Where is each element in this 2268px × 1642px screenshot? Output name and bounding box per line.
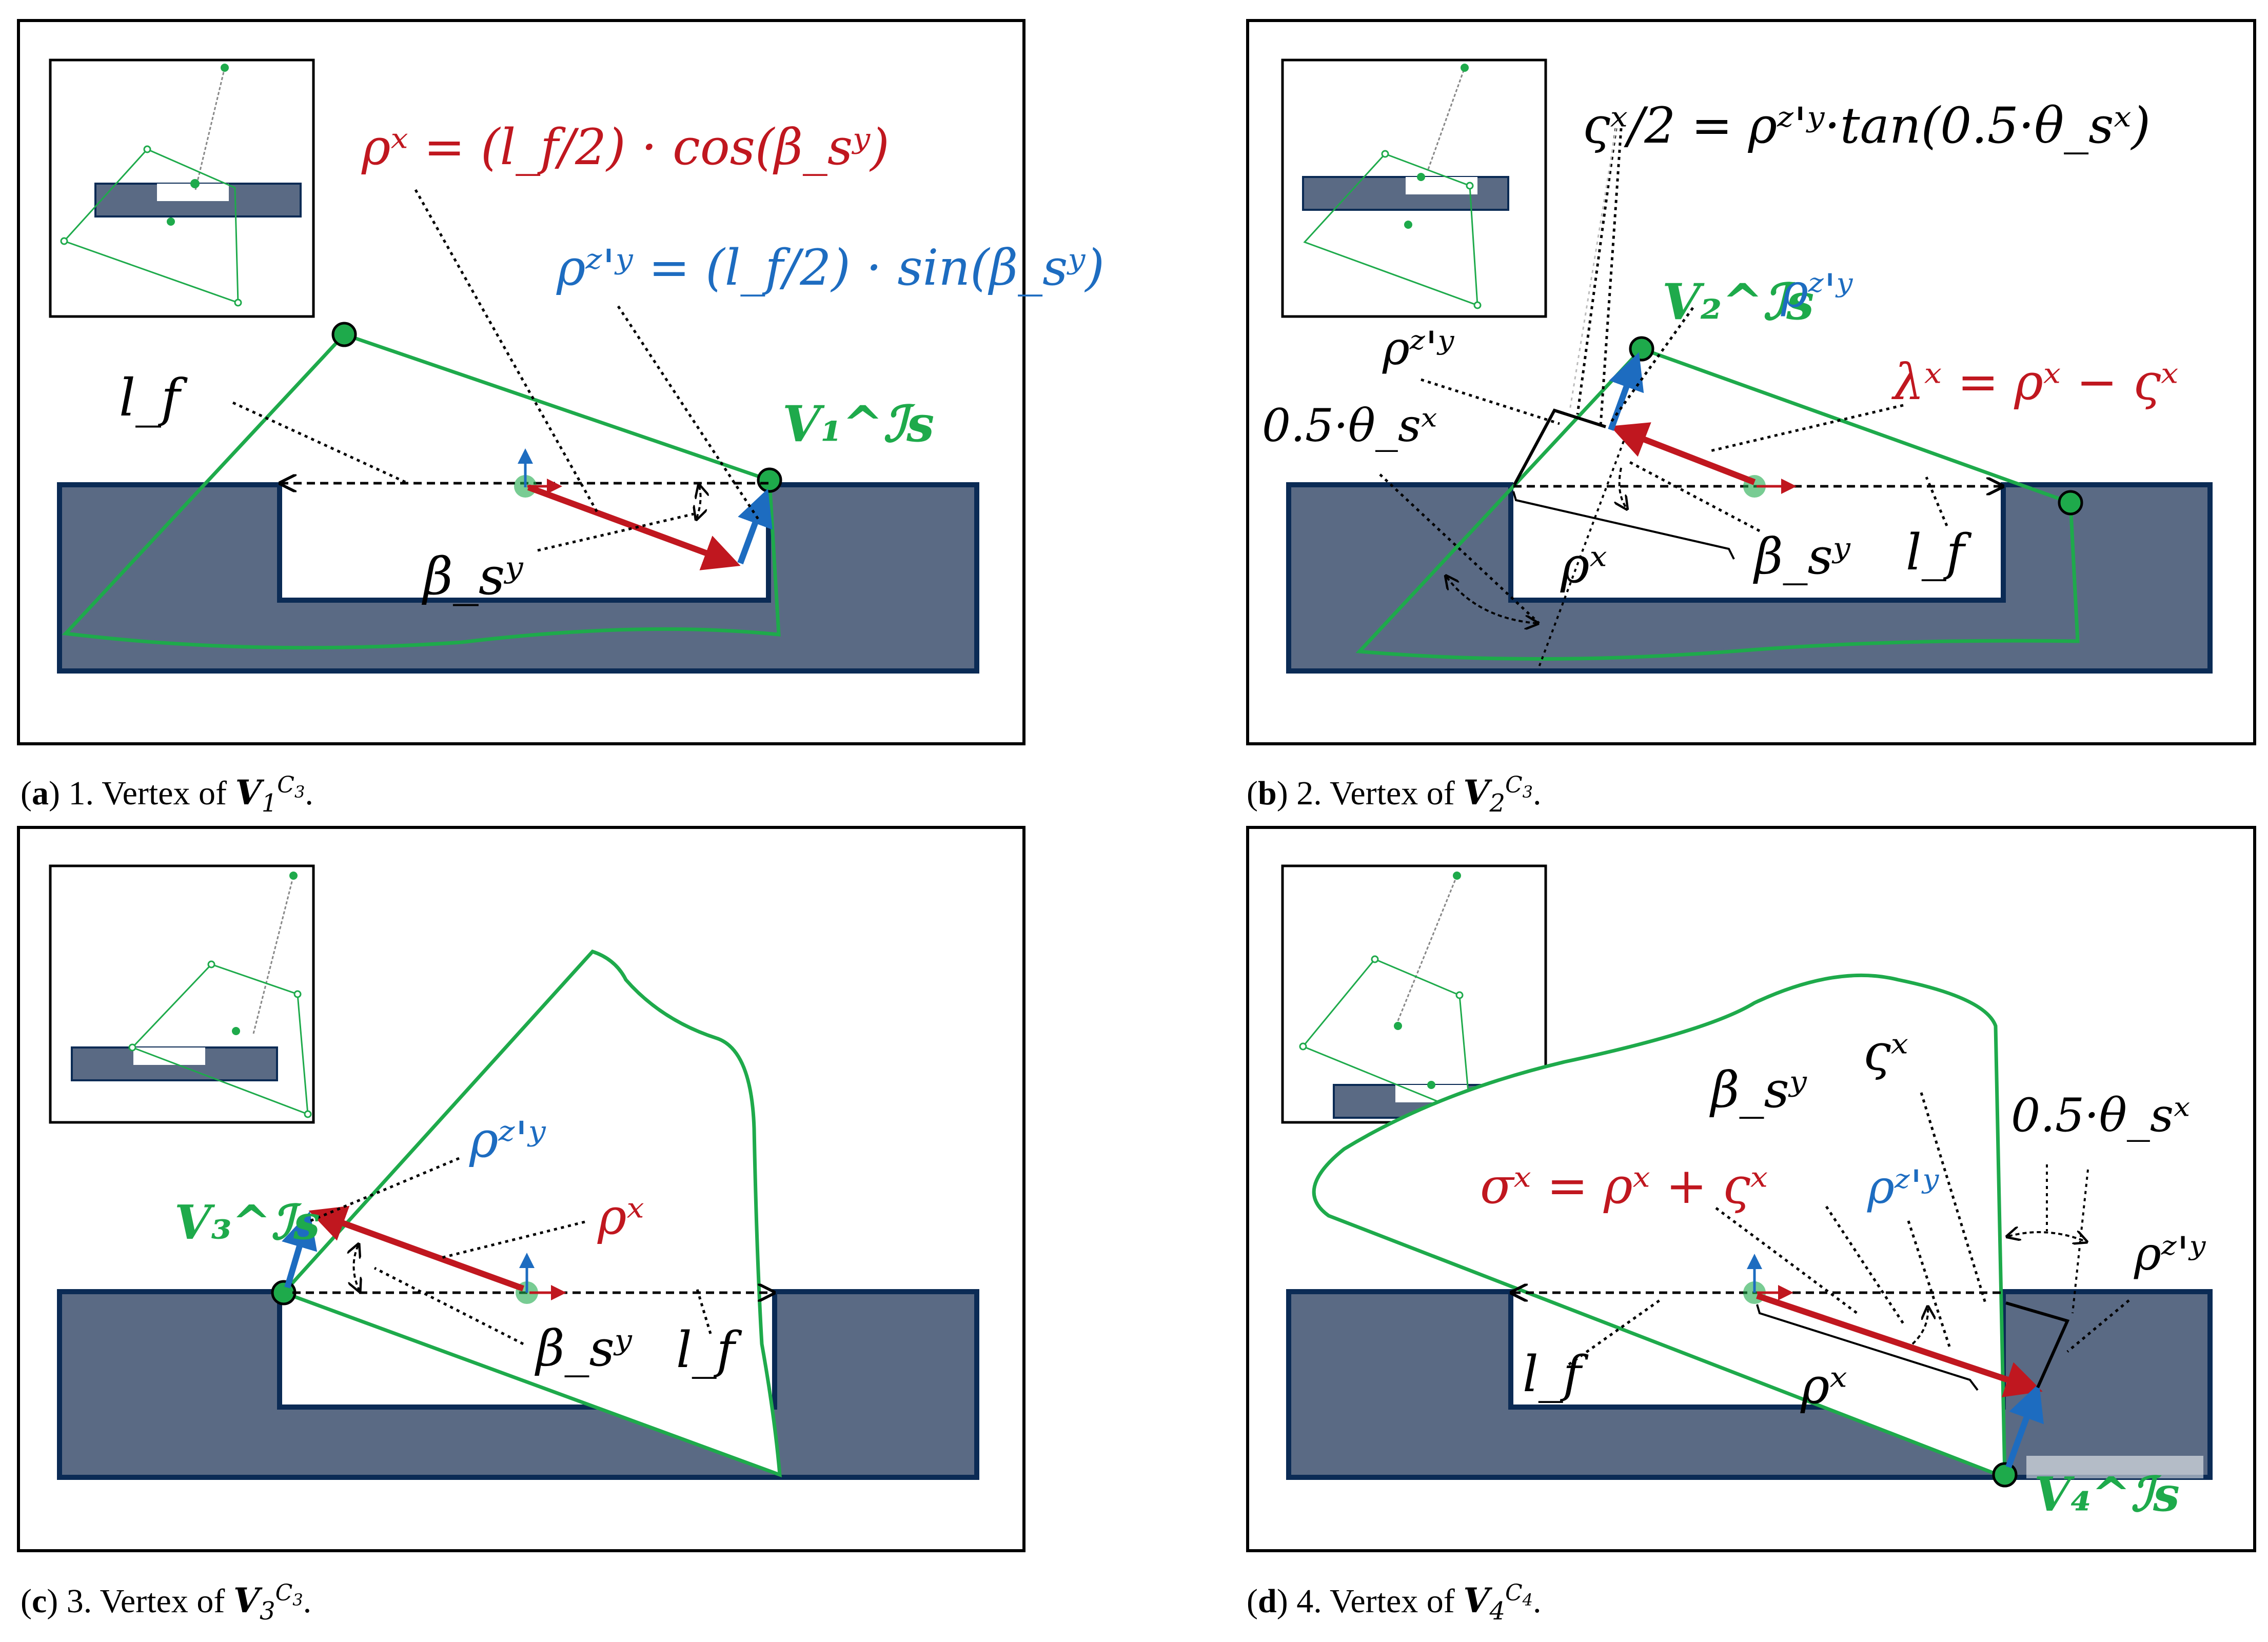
panel-b-vertex-2 <box>1629 336 1654 362</box>
panel-b: ςˣ/2 = ρᶻ'ʸ·tan(0.5·θ_sˣ) V₂^ℐs ρᶻ'ʸ ρᶻ'… <box>1246 19 2256 745</box>
panel-a-beta-label: β_sʸ <box>421 546 524 606</box>
panel-a-leader-rho-x <box>414 189 599 514</box>
panel-c-footprint <box>280 949 782 1478</box>
panel-c-inset <box>49 864 315 1124</box>
panel-c-leader-rho-x <box>441 1220 585 1259</box>
panel-b-inset <box>1281 58 1547 318</box>
panel-d-sigma-arrow <box>1756 1293 2043 1397</box>
panel-b-vertex-other <box>2058 490 2083 516</box>
caption-c: (c) 3. Vertex of V3C3. <box>21 1580 312 1626</box>
panel-c-leader-lf <box>695 1287 712 1334</box>
panel-d-leader-varsigma <box>1920 1092 1987 1303</box>
panel-a-vertex-label: V₁^ℐs <box>782 395 934 453</box>
panel-b-leader-lambda <box>1708 404 1904 453</box>
panel-d-beta-label: β_sʸ <box>1709 1061 1807 1119</box>
panel-a-rho-x-arrow <box>527 484 741 570</box>
caption-d: (d) 4. Vertex of V4C4. <box>1247 1580 1542 1626</box>
panel-b-vertex-label: V₂^ℐs <box>1662 273 1814 331</box>
panel-c: ρᶻ'ʸ ρˣ β_sʸ l_f V₃^ℐs <box>17 826 1025 1552</box>
panel-d: σˣ = ρˣ + ςˣ β_sʸ ςˣ 0.5·θ_sˣ ρᶻ'ʸ ρᶻ'ʸ … <box>1246 826 2256 1552</box>
panel-d-rho-zy-label-b: ρᶻ'ʸ <box>2134 1227 2206 1281</box>
panel-d-rho-zy-label-a: ρᶻ'ʸ <box>1867 1160 1939 1214</box>
panel-b-lambda-arrow <box>1610 422 1756 485</box>
panel-b-beta-label: β_sʸ <box>1753 528 1851 585</box>
caption-a: (a) 1. Vertex of V1C3. <box>21 772 313 818</box>
panel-d-sigma-eq: σˣ = ρˣ + ςˣ <box>1480 1157 1768 1215</box>
panel-d-varsigma-label: ςˣ <box>1863 1024 1908 1081</box>
panel-b-leader-lf <box>1925 477 1948 526</box>
panel-a: ρˣ = (l_f/2) · cos(β_sʸ) ρᶻ'ʸ = (l_f/2) … <box>17 19 1105 745</box>
panel-a-rho-x-eq: ρˣ = (l_f/2) · cos(β_sʸ) <box>361 118 890 176</box>
panel-a-leader-beta <box>537 512 694 552</box>
panel-a-leader-lf <box>232 401 409 485</box>
panel-b-lf-label: l_f <box>1906 524 1972 581</box>
panel-d-rho-zy-arrow <box>2005 1383 2044 1469</box>
panel-c-beta-label: β_sʸ <box>535 1320 633 1377</box>
panel-b-footprint <box>1355 346 2080 661</box>
panel-d-vertex-construction <box>2005 1301 2070 1389</box>
panel-c-vertex-3 <box>271 1280 297 1305</box>
panel-b-lambda-eq: λˣ = ρˣ − ςˣ <box>1891 353 2178 411</box>
panel-d-leader-rho-zy-b <box>2066 1299 2130 1353</box>
panel-d-lf-label: l_f <box>1523 1346 1589 1403</box>
panel-b-theta-label: 0.5·θ_sˣ <box>1262 399 1437 452</box>
panel-a-footprint <box>62 332 781 650</box>
panel-c-lf-label: l_f <box>676 1321 742 1379</box>
caption-b: (b) 2. Vertex of V2C3. <box>1247 772 1542 818</box>
panel-d-leader-beta <box>1825 1205 1905 1324</box>
panel-c-leader-beta <box>373 1267 524 1346</box>
panel-b-rho-zy-label-b: ρᶻ'ʸ <box>1382 322 1454 375</box>
panel-b-rho-zy-arrow <box>1608 352 1644 431</box>
panel-d-footprint <box>1312 973 2007 1480</box>
panel-c-rho-x-label: ρˣ <box>597 1188 644 1245</box>
panel-c-vertex-label: V₃^ℐs <box>174 1195 320 1250</box>
panel-c-rho-zy-arrow <box>282 1211 318 1289</box>
panel-b-rho-x-brace <box>1512 491 1735 560</box>
panel-a-lf-label: l_f <box>119 368 188 428</box>
panel-d-leader-sigma <box>1715 1206 1858 1315</box>
panel-d-rho-x-label: ρˣ <box>1800 1357 1847 1415</box>
panel-c-rho-zy-label: ρᶻ'ʸ <box>469 1111 546 1169</box>
panel-d-vertex-label: V₄^ℐs <box>2034 1467 2180 1522</box>
panel-b-rho-zy-label-a: ρᶻ'ʸ <box>1781 264 1853 318</box>
panel-b-vertex-construction <box>1513 408 1606 486</box>
panel-b-varsigma-eq: ςˣ/2 = ρᶻ'ʸ·tan(0.5·θ_sˣ) <box>1583 97 2151 154</box>
panel-d-vertex-4 <box>1992 1462 2018 1488</box>
panel-b-leader-beta <box>1628 460 1761 532</box>
panel-d-rho-x-brace <box>1756 1304 1979 1391</box>
panel-c-leader-rho-zy <box>310 1157 460 1222</box>
panel-b-leader-rho-zy <box>1608 307 1694 425</box>
panel-a-rho-zy-arrow <box>737 488 773 565</box>
panel-d-leader-rho-zy-a <box>1907 1220 1951 1347</box>
panel-a-rho-zy-eq: ρᶻ'ʸ = (l_f/2) · sin(β_sʸ) <box>556 239 1105 296</box>
panel-b-rho-x-label: ρˣ <box>1560 537 1607 594</box>
panel-a-inset <box>49 58 315 318</box>
panel-a-vertex-1 <box>757 467 782 493</box>
panel-c-rho-x-arrow <box>308 1205 525 1292</box>
panel-a-vertex-top <box>331 322 357 347</box>
panel-d-theta-label: 0.5·θ_sˣ <box>2011 1089 2190 1142</box>
